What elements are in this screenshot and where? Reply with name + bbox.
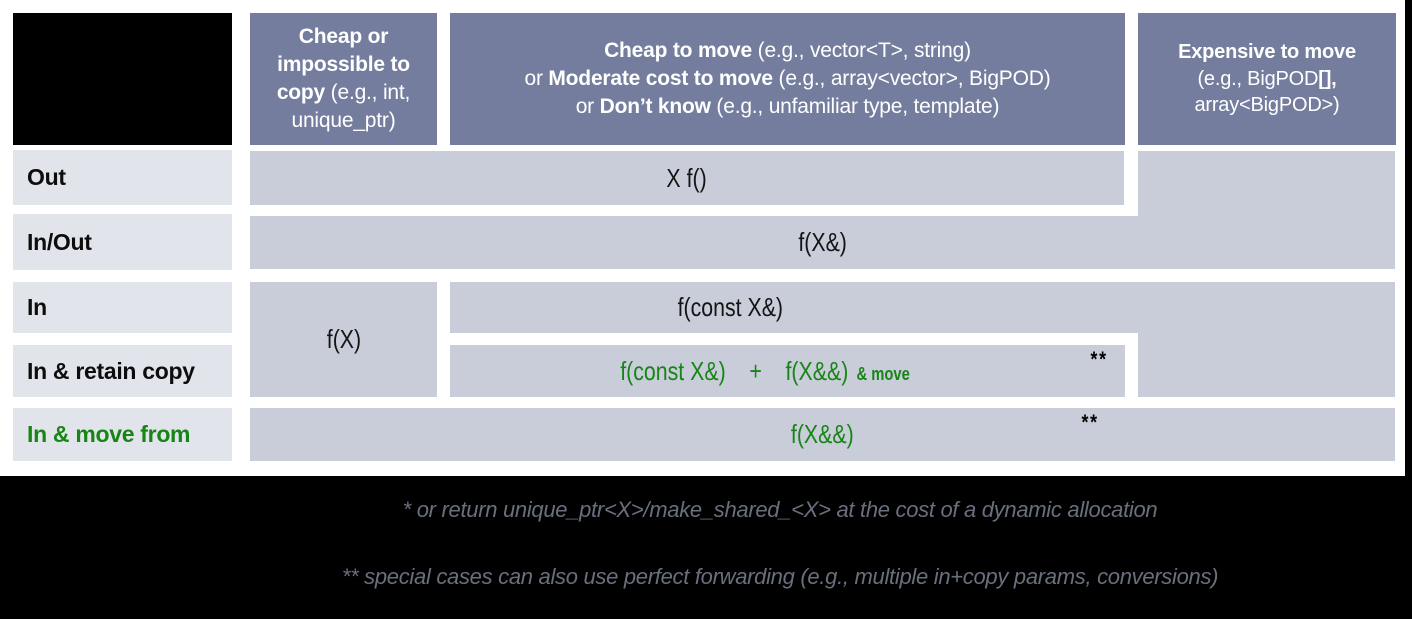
double-asterisk-marker: ** bbox=[1090, 348, 1108, 371]
double-asterisk-marker: ** bbox=[1081, 411, 1099, 434]
cell-in-f-x-by-value: f(X) bbox=[250, 282, 437, 397]
cell-out-x-f: X f() bbox=[250, 151, 1124, 205]
cell-in-f-const-ref: f(const X&) bbox=[450, 282, 1395, 333]
cell-in-move-text: f(X&&) bbox=[791, 419, 854, 449]
cell-inout-text: f(X&) bbox=[798, 227, 847, 257]
row-header-out: Out bbox=[13, 150, 232, 205]
cell-in-expensive-blank bbox=[1138, 333, 1395, 397]
cell-in-retain-and-move-suffix: & move bbox=[856, 363, 911, 384]
cell-in-value-text: f(X) bbox=[326, 324, 361, 354]
row-header-in-out: In/Out bbox=[13, 214, 232, 270]
footer-band: * or return unique_ptr<X>/make_shared_<X… bbox=[0, 476, 1412, 619]
cell-out-expensive-blank bbox=[1138, 151, 1395, 218]
row-header-in-move-from: In & move from bbox=[13, 408, 232, 461]
footnote-return-unique-ptr: * or return unique_ptr<X>/make_shared_<X… bbox=[402, 497, 1158, 522]
slide-right-border bbox=[1405, 0, 1412, 619]
col-header-cheap-or-moderate-move: Cheap to move (e.g., vector<T>, string)o… bbox=[450, 13, 1125, 145]
row-header-in-retain-copy: In & retain copy bbox=[13, 345, 232, 397]
cell-out-text: X f() bbox=[666, 162, 708, 193]
cell-in-retain-text: f(const X&) + f(X&&) & move bbox=[585, 325, 910, 418]
cell-in-retain-copy-overloads: f(const X&) + f(X&&) & move ** bbox=[450, 345, 1125, 397]
cell-in-move-from-f-rvalue: f(X&&) ** bbox=[250, 408, 1395, 461]
cell-in-retain-main: f(const X&) + f(X&&) bbox=[620, 355, 849, 386]
col-header-expensive-to-move: Expensive to move(e.g., BigPOD[],array<B… bbox=[1138, 13, 1396, 145]
row-header-in: In bbox=[13, 282, 232, 333]
footnote-perfect-forwarding: ** special cases can also use perfect fo… bbox=[341, 564, 1219, 589]
table-corner-block bbox=[13, 13, 232, 145]
cell-in-const-ref-inner: f(const X&) bbox=[450, 282, 1010, 333]
cell-in-const-ref-text: f(const X&) bbox=[677, 292, 783, 322]
cell-inout-f-x-ref: f(X&) bbox=[250, 216, 1395, 269]
